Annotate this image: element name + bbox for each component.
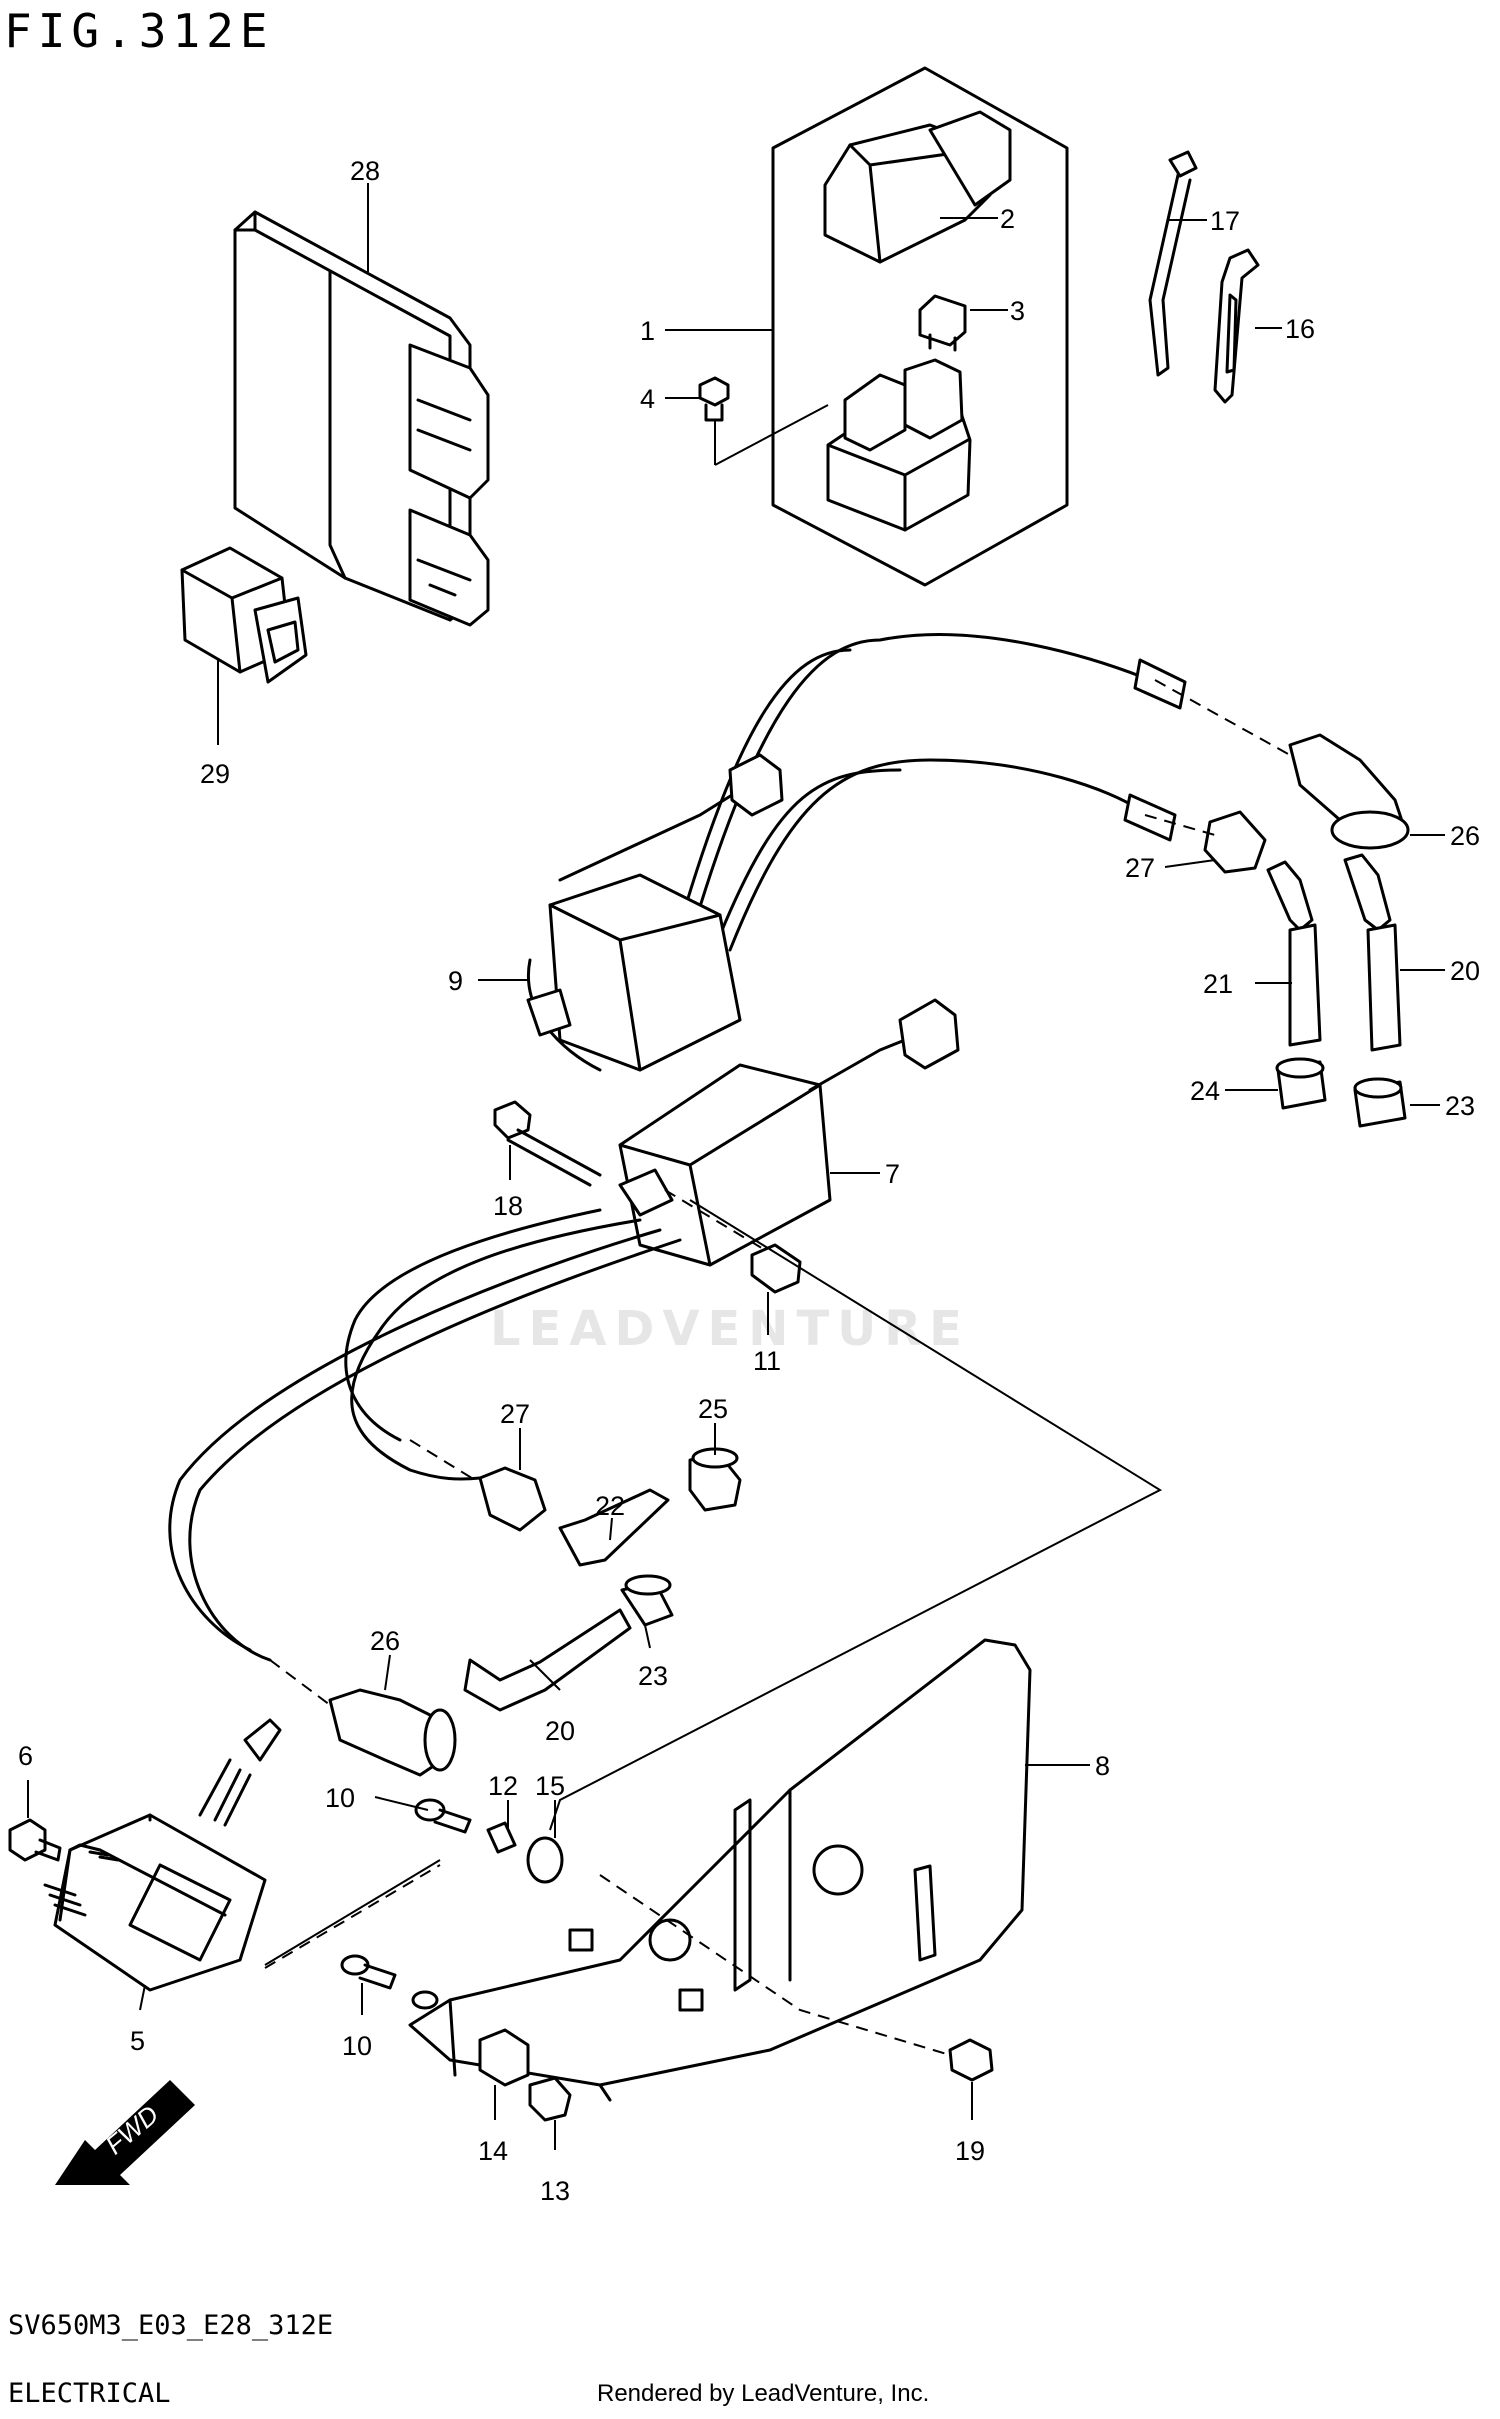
part-bolt-small (8, 1818, 62, 1862)
fwd-arrow-icon: FWD (55, 2080, 195, 2185)
callout-10-lower: 10 (342, 2031, 372, 2061)
callout-labels: 28 29 2 3 1 4 17 16 26 27 20 21 24 23 9 … (18, 156, 1480, 2206)
part-plug-caps-upper (1203, 733, 1410, 1128)
callout-3: 3 (1010, 296, 1025, 326)
callout-4: 4 (640, 384, 655, 414)
part-cable-tie (1148, 150, 1198, 377)
callout-13: 13 (540, 2176, 570, 2206)
section-name: ELECTRICAL (8, 2378, 171, 2409)
callout-19: 19 (955, 2136, 985, 2166)
part-starter-relay-kit (698, 66, 1069, 587)
leader-lines (27, 183, 1445, 2150)
part-spacer (750, 1243, 802, 1294)
callout-18: 18 (493, 1191, 523, 1221)
callout-16: 16 (1285, 314, 1315, 344)
figure-title: FIG.312E (4, 4, 274, 58)
callout-10-upper: 10 (325, 1783, 355, 1813)
part-bolt (493, 1100, 602, 1187)
callout-23-upper: 23 (1445, 1091, 1475, 1121)
callout-28: 28 (350, 156, 380, 186)
part-bracket (408, 1638, 1032, 2102)
callout-20-lower: 20 (545, 1716, 575, 1746)
callout-20-upper: 20 (1450, 956, 1480, 986)
callout-7: 7 (885, 1159, 900, 1189)
callout-15: 15 (535, 1771, 565, 1801)
callout-27-lower: 27 (500, 1399, 530, 1429)
model-code: SV650M3_E03_E28_312E (8, 2310, 334, 2341)
part-connector (180, 546, 308, 684)
callout-26-upper: 26 (1450, 821, 1480, 851)
callout-8: 8 (1095, 1751, 1110, 1781)
part-regulator (43, 1718, 441, 1992)
callout-26-lower: 26 (370, 1626, 400, 1656)
render-credit: Rendered by LeadVenture, Inc. (597, 2380, 930, 2407)
callout-22: 22 (595, 1491, 625, 1521)
callout-11: 11 (753, 1346, 781, 1376)
callout-6: 6 (18, 1741, 33, 1771)
callout-12: 12 (488, 1771, 518, 1801)
callout-23-lower: 23 (638, 1661, 668, 1691)
part-fasteners (340, 1798, 994, 2122)
part-plug-caps-lower (328, 1447, 742, 1777)
part-clamp (1213, 248, 1260, 404)
part-ecm (233, 210, 490, 627)
callout-29: 29 (200, 759, 230, 789)
callout-21: 21 (1203, 969, 1233, 999)
callout-5: 5 (130, 2026, 145, 2056)
watermark: LEADVENTURE (490, 1301, 970, 1357)
callout-27-upper: 27 (1125, 853, 1155, 883)
callout-14: 14 (478, 2136, 508, 2166)
callout-2: 2 (1000, 204, 1015, 234)
callout-24: 24 (1190, 1076, 1220, 1106)
callout-9: 9 (448, 966, 463, 996)
callout-17: 17 (1210, 206, 1240, 236)
callout-1: 1 (640, 316, 655, 346)
part-ignition-coil-upper (526, 633, 1187, 1072)
part-ignition-coil-lower (168, 998, 960, 1662)
callout-25: 25 (698, 1394, 728, 1424)
